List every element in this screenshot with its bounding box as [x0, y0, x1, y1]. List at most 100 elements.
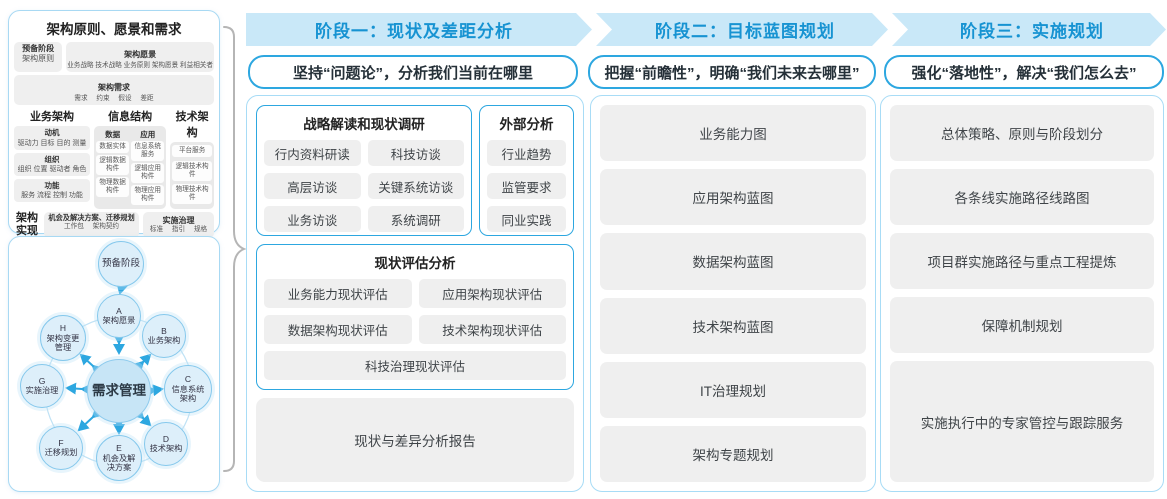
- arrow-prep-to-a-icon: [116, 282, 129, 295]
- tech-item: 物理技术构件: [172, 184, 212, 205]
- data-item: 数据实体: [96, 141, 130, 154]
- organization-items: 组织 位置 驱动者 角色: [17, 165, 87, 173]
- arch-req-title: 架构需求: [98, 83, 130, 93]
- brace-icon: [223, 26, 247, 472]
- info-structure-title: 信息结构: [108, 111, 153, 124]
- function-box: 功能 服务 流程 控制 功能: [14, 178, 91, 203]
- organization-box: 组织 组织 位置 驱动者 角色: [14, 152, 91, 176]
- gap-analysis-report-box: 现状与差异分析报告: [256, 398, 574, 482]
- app-subcol-title: 应用: [140, 130, 156, 140]
- phase2-item: 业务能力图: [600, 105, 866, 162]
- phase3-item: 总体策略、原则与阶段划分: [890, 105, 1154, 162]
- external-item: 监管要求: [487, 173, 566, 199]
- app-item: 逻辑应用构件: [131, 163, 165, 184]
- business-arch-title: 业务架构: [30, 111, 75, 124]
- data-subcol-title: 数据: [105, 130, 121, 140]
- phase1-banner: 阶段一：现状及差距分析: [246, 13, 592, 46]
- research-item: 行内资料研读: [264, 140, 361, 166]
- arch-req-sub: 需求 约束 假设 差距: [74, 95, 154, 103]
- assessment-item: 应用架构现状评估: [418, 279, 566, 308]
- adm-node-h: H 架构变更管理: [40, 315, 86, 361]
- external-analysis-title: 外部分析: [499, 117, 554, 132]
- research-item: 关键系统访谈: [367, 173, 464, 199]
- adm-node-h-label: 架构变更管理: [46, 333, 80, 352]
- panel-title: 架构原则、愿景和需求: [46, 22, 182, 37]
- arch-impl-label: 架构实现: [16, 211, 38, 238]
- phase3-banner: 阶段三：实施规划: [892, 13, 1166, 46]
- tech-item: 平台服务: [172, 145, 212, 158]
- arch-vision-box: 架构愿景 业务战略 技术战略 业务原则 架构愿景 利益相关者: [66, 42, 214, 73]
- assessment-grid: 业务能力现状评估 应用架构现状评估 数据架构现状评估 技术架构现状评估 科技治理…: [264, 279, 566, 380]
- app-subcol: 应用 信息系统服务 逻辑应用构件 物理应用构件: [131, 128, 165, 206]
- phase2-item: 应用架构蓝图: [600, 169, 866, 226]
- adm-node-prep: 预备阶段: [98, 241, 144, 287]
- external-item: 行业趋势: [487, 140, 566, 166]
- arch-req-box: 架构需求 需求 约束 假设 差距: [14, 75, 214, 106]
- arch-vision-sub: 业务战略 技术战略 业务原则 架构愿景 利益相关者: [67, 62, 213, 69]
- adm-node-center: 需求管理: [87, 359, 151, 423]
- adm-node-prep-label: 预备阶段: [101, 258, 140, 270]
- assessment-box: 现状评估分析 业务能力现状评估 应用架构现状评估 数据架构现状评估 技术架构现状…: [256, 244, 574, 390]
- phase2-item: 技术架构蓝图: [600, 297, 866, 354]
- arch-vision-title: 架构愿景: [124, 50, 157, 59]
- adm-node-b-label: 业务架构: [147, 336, 181, 346]
- adm-cycle-panel: 预备阶段 A 架构愿景 B 业务架构 C 信息系统架构 D 技术架构 E 机会及…: [8, 236, 220, 492]
- adm-node-c-label: 信息系统架构: [171, 384, 205, 403]
- prep-stage-title: 预备阶段: [22, 44, 55, 53]
- tech-arch-title: 技术架构: [175, 111, 209, 140]
- phase1-top-row: 战略解读和现状调研 行内资料研读 科技访谈 高层访谈 关键系统访谈 业务访谈 系…: [256, 105, 574, 236]
- phase2-item: 数据架构蓝图: [600, 233, 866, 290]
- phase3-item: 实施执行中的专家管控与跟踪服务: [890, 361, 1154, 482]
- research-item: 业务访谈: [264, 206, 361, 232]
- research-box: 战略解读和现状调研 行内资料研读 科技访谈 高层访谈 关键系统访谈 业务访谈 系…: [256, 105, 472, 236]
- arrow-center-b-icon: [132, 353, 152, 373]
- adm-node-c: C 信息系统架构: [164, 365, 212, 413]
- research-item: 科技访谈: [367, 140, 464, 166]
- external-item: 同业实践: [487, 206, 566, 232]
- adm-node-g: G 实施治理: [20, 364, 64, 408]
- prep-vision-row: 预备阶段 架构原则 架构愿景 业务战略 技术战略 业务原则 架构愿景 利益相关者: [14, 42, 214, 73]
- prep-stage-box: 预备阶段 架构原则: [14, 42, 63, 73]
- tech-arch-col: 技术架构 平台服务 逻辑技术构件 物理技术构件: [170, 108, 214, 209]
- architecture-columns-row: 业务架构 动机 驱动力 目标 目的 测量 组织 组织 位置 驱动者 角色 功能 …: [14, 108, 214, 209]
- phase3-item: 项目群实施路径与重点工程提炼: [890, 233, 1154, 290]
- assessment-item: 业务能力现状评估: [264, 279, 412, 308]
- phase2-column: 业务能力图 应用架构蓝图 数据架构蓝图 技术架构蓝图 IT治理规划 架构专题规划: [590, 95, 876, 492]
- app-item: 物理应用构件: [131, 185, 165, 205]
- phase1-column: 战略解读和现状调研 行内资料研读 科技访谈 高层访谈 关键系统访谈 业务访谈 系…: [246, 95, 584, 492]
- research-item: 高层访谈: [264, 173, 361, 199]
- adm-node-g-label: 实施治理: [25, 386, 59, 396]
- arch-principles-panel: 架构原则、愿景和需求 预备阶段 架构原则 架构愿景 业务战略 技术战略 业务原则…: [8, 10, 220, 239]
- assessment-item: 技术架构现状评估: [418, 315, 566, 344]
- phase3-item: 保障机制规划: [890, 297, 1154, 354]
- motivation-title: 动机: [44, 128, 60, 138]
- opportunities-title: 机会及解决方案、迁移规划: [48, 212, 135, 222]
- assessment-item: 数据架构现状评估: [264, 315, 412, 344]
- prep-stage-sub: 架构原则: [22, 54, 55, 63]
- arch-impl-row: 架构实现 机会及解决方案、迁移规划 工作包 架构契约 实施治理 标准 指引 规格: [14, 211, 214, 239]
- impl-governance-title: 实施治理: [162, 215, 195, 225]
- phase2-banner: 阶段二：目标蓝图规划: [596, 13, 888, 46]
- phase3-subtitle: 强化“落地性”，解决“我们怎么去”: [884, 55, 1164, 89]
- phase1-subtitle: 坚持“问题论”，分析我们当前在哪里: [248, 55, 578, 89]
- adm-node-a-label: 架构愿景: [102, 316, 136, 326]
- adm-node-center-label: 需求管理: [92, 382, 146, 398]
- adm-node-f-id: F: [58, 437, 64, 448]
- data-item: 逻辑数据构件: [96, 155, 130, 176]
- adm-node-f-label: 迁移规划: [44, 448, 78, 458]
- info-structure-container: 数据 数据实体 逻辑数据构件 物理数据构件 应用 信息系统服务 逻辑应用构件 物…: [94, 126, 167, 209]
- organization-title: 组织: [44, 154, 60, 164]
- assessment-title: 现状评估分析: [374, 256, 456, 271]
- motivation-box: 动机 驱动力 目标 目的 测量: [14, 126, 91, 150]
- phase2-item: IT治理规划: [600, 361, 866, 418]
- research-title: 战略解读和现状调研: [303, 117, 425, 132]
- function-title: 功能: [44, 180, 60, 190]
- arrow-center-h-icon: [79, 353, 104, 377]
- research-item: 系统调研: [367, 206, 464, 232]
- opportunities-migration-box: 机会及解决方案、迁移规划 工作包 架构契约: [44, 211, 140, 239]
- adm-node-c-id: C: [184, 374, 192, 385]
- adm-node-g-id: G: [38, 375, 46, 386]
- opportunities-items: 工作包 架构契约: [64, 222, 120, 230]
- impl-governance-items: 标准 指引 规格: [149, 225, 208, 233]
- arrow-center-d-icon: [132, 407, 152, 427]
